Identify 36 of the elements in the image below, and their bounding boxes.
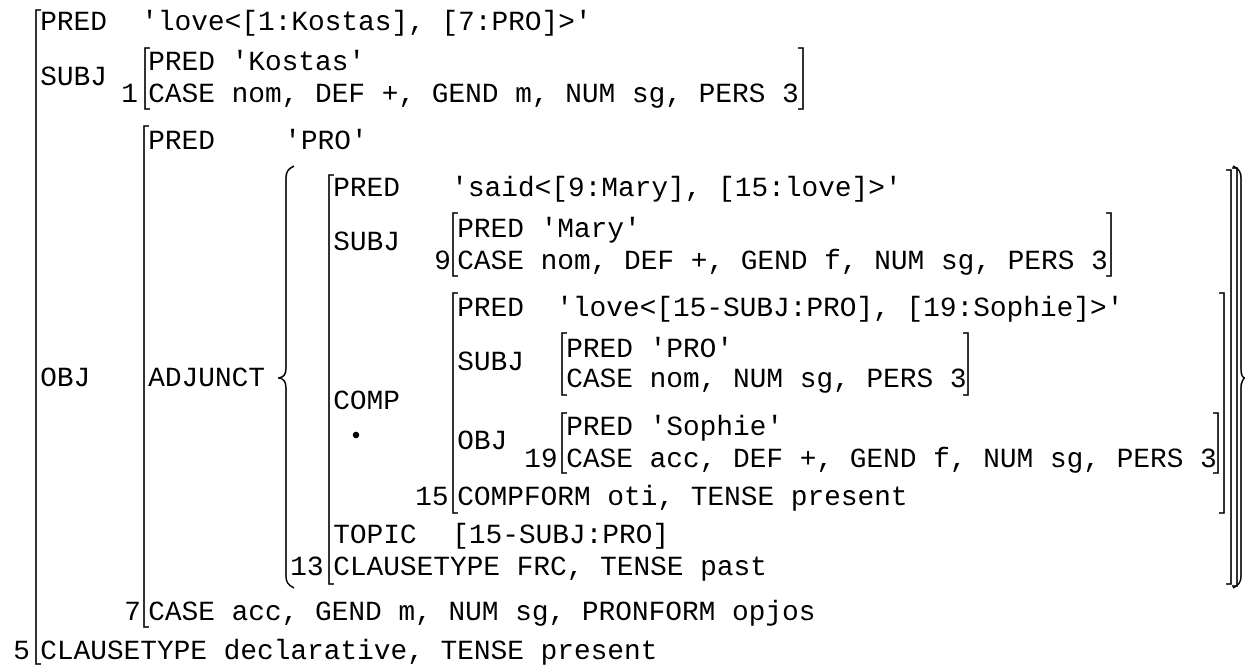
attribute-label: PRED xyxy=(459,297,523,316)
index-number: 19 xyxy=(526,448,556,468)
attribute-label: OBJ xyxy=(41,367,87,387)
attribute-label: COMP xyxy=(334,390,399,410)
attribute-label: OBJ xyxy=(458,430,504,450)
feature-value: COMPFORM oti, TENSE present xyxy=(458,484,905,511)
feature-value: CASE acc, DEF +, GEND f, NUM sg, PERS 3 xyxy=(567,446,1215,473)
index-number: 1 xyxy=(123,83,137,102)
feature-value: PRED 'Kostas' xyxy=(150,49,359,71)
feature-value: PRED 'Mary' xyxy=(459,216,634,243)
index-number: 5 xyxy=(14,640,29,660)
feature-value: CLAUSETYPE FRC, TENSE past xyxy=(334,556,764,581)
attribute-label: SUBJ xyxy=(334,231,397,251)
attribute-label: ADJUNCT xyxy=(148,367,264,387)
feature-value: PRED 'Sophie' xyxy=(568,414,777,441)
index-number: 7 xyxy=(126,601,139,620)
index-number: 9 xyxy=(436,250,449,270)
feature-value: [15-SUBJ:PRO] xyxy=(457,522,664,549)
feature-value: CLAUSETYPE declarative, TENSE present xyxy=(41,638,655,665)
feature-value: CASE nom, DEF +, GEND m, NUM sg, PERS 3 xyxy=(149,83,797,108)
index-number: 15 xyxy=(417,486,447,506)
attribute-label: PRED xyxy=(335,177,399,196)
attribute-label: PRED xyxy=(42,11,106,30)
feature-value: 'PRO' xyxy=(291,128,361,150)
attribute-label: TOPIC xyxy=(334,524,416,544)
feature-value: PRED 'PRO' xyxy=(568,336,727,358)
attribute-label: SUBJ xyxy=(41,66,104,86)
feature-value: 'love<[15-SUBJ:PRO], [19:Sophie]>' xyxy=(563,295,1117,322)
feature-value: 'said<[9:Mary], [15:love]>' xyxy=(458,175,895,202)
index-number: 13 xyxy=(292,556,322,576)
feature-value: CASE nom, DEF +, GEND f, NUM sg, PERS 3 xyxy=(458,248,1106,275)
feature-value: 'love<[1:Kostas], [7:PRO]>' xyxy=(148,9,585,36)
attribute-label: PRED xyxy=(150,130,214,149)
feature-value: CASE nom, NUM sg, PERS 3 xyxy=(567,368,965,393)
attribute-label: SUBJ xyxy=(458,351,521,371)
feature-value: CASE acc, GEND m, NUM sg, PRONFORM opjos xyxy=(149,599,814,626)
